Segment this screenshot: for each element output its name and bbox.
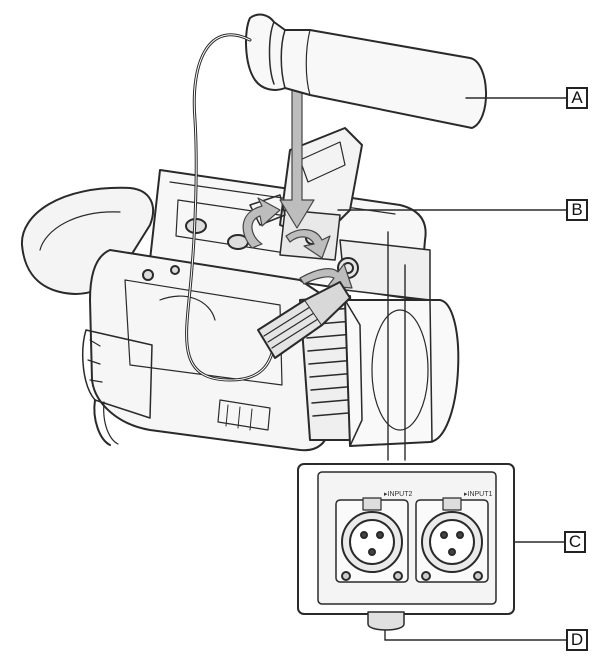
lens-assembly — [299, 295, 460, 447]
cable-clamp — [367, 611, 405, 631]
input2-connector — [335, 497, 409, 583]
xlr-input-panel — [297, 463, 515, 631]
leader-lines — [337, 97, 567, 641]
xlr-plug — [257, 281, 351, 359]
callout-d: D — [566, 629, 588, 651]
callout-a: A — [566, 87, 588, 109]
input1-connector — [415, 497, 489, 583]
callout-b: B — [566, 199, 588, 221]
shotgun-microphone — [185, 13, 487, 382]
input1-label: ▸INPUT1 — [464, 491, 493, 498]
callout-c: C — [564, 531, 586, 553]
input2-label: ▸INPUT2 — [384, 491, 413, 498]
